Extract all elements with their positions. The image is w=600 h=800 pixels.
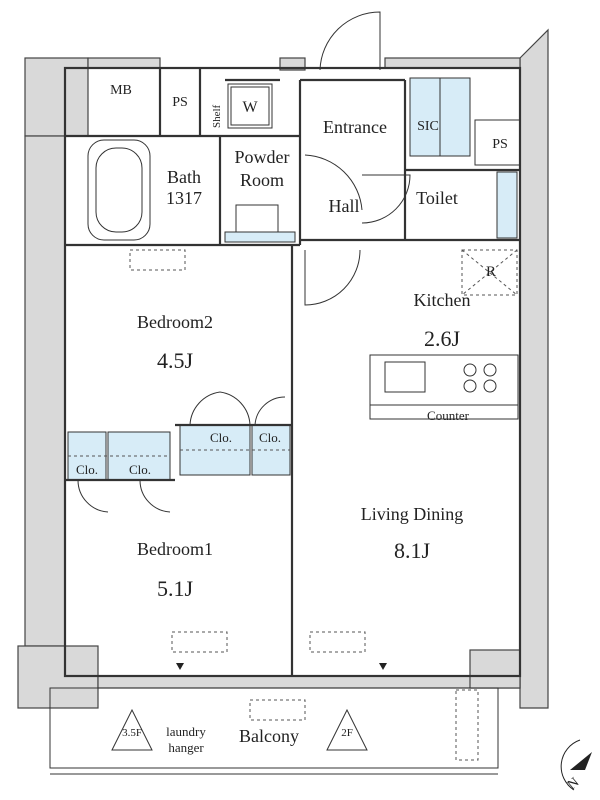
closet-label-2: Clo. <box>259 430 281 445</box>
living-label: Living Dining <box>361 504 464 524</box>
hall-label: Hall <box>329 196 360 216</box>
counter-label: Counter <box>427 408 470 423</box>
living-size: 8.1J <box>394 538 431 563</box>
ac-units <box>129 249 366 721</box>
closet-label-3: Clo. <box>76 462 98 477</box>
interior-walls <box>63 11 522 721</box>
sic-label: SIC <box>417 119 439 134</box>
kitchen-label: Kitchen <box>414 290 471 310</box>
closet-label-4: Clo. <box>129 462 151 477</box>
bath-label: Bath <box>167 167 201 187</box>
w-label: W <box>242 99 258 116</box>
compass-icon: N <box>560 739 592 793</box>
bedroom1-size: 5.1J <box>157 576 194 601</box>
hanger-label: hanger <box>168 740 204 755</box>
bedroom1-label: Bedroom1 <box>137 539 213 559</box>
refrigerator-label: R <box>486 264 496 280</box>
closet-label-1: Clo. <box>210 430 232 445</box>
shelf-label: Shelf <box>211 104 223 128</box>
mb-label: MB <box>110 83 132 98</box>
toilet-label: Toilet <box>416 188 458 208</box>
laundry-label: laundry <box>166 724 206 739</box>
doors <box>77 11 411 513</box>
balcony-area <box>49 687 499 775</box>
hatch-left-label: 3.5F <box>122 727 142 739</box>
balcony-label: Balcony <box>239 726 299 746</box>
entrance-label: Entrance <box>323 117 387 137</box>
ps-left-label: PS <box>172 95 188 110</box>
powder-room-label: Room <box>240 170 284 190</box>
bedroom2-size: 4.5J <box>157 348 194 373</box>
bath-size-label: 1317 <box>166 188 202 208</box>
powder-label: Powder <box>235 147 290 167</box>
kitchen-size: 2.6J <box>424 326 461 351</box>
hatch-right-label: 2F <box>341 727 353 739</box>
compass-label: N <box>565 775 582 793</box>
bedroom2-label: Bedroom2 <box>137 312 213 332</box>
ps-right-label: PS <box>492 137 508 152</box>
